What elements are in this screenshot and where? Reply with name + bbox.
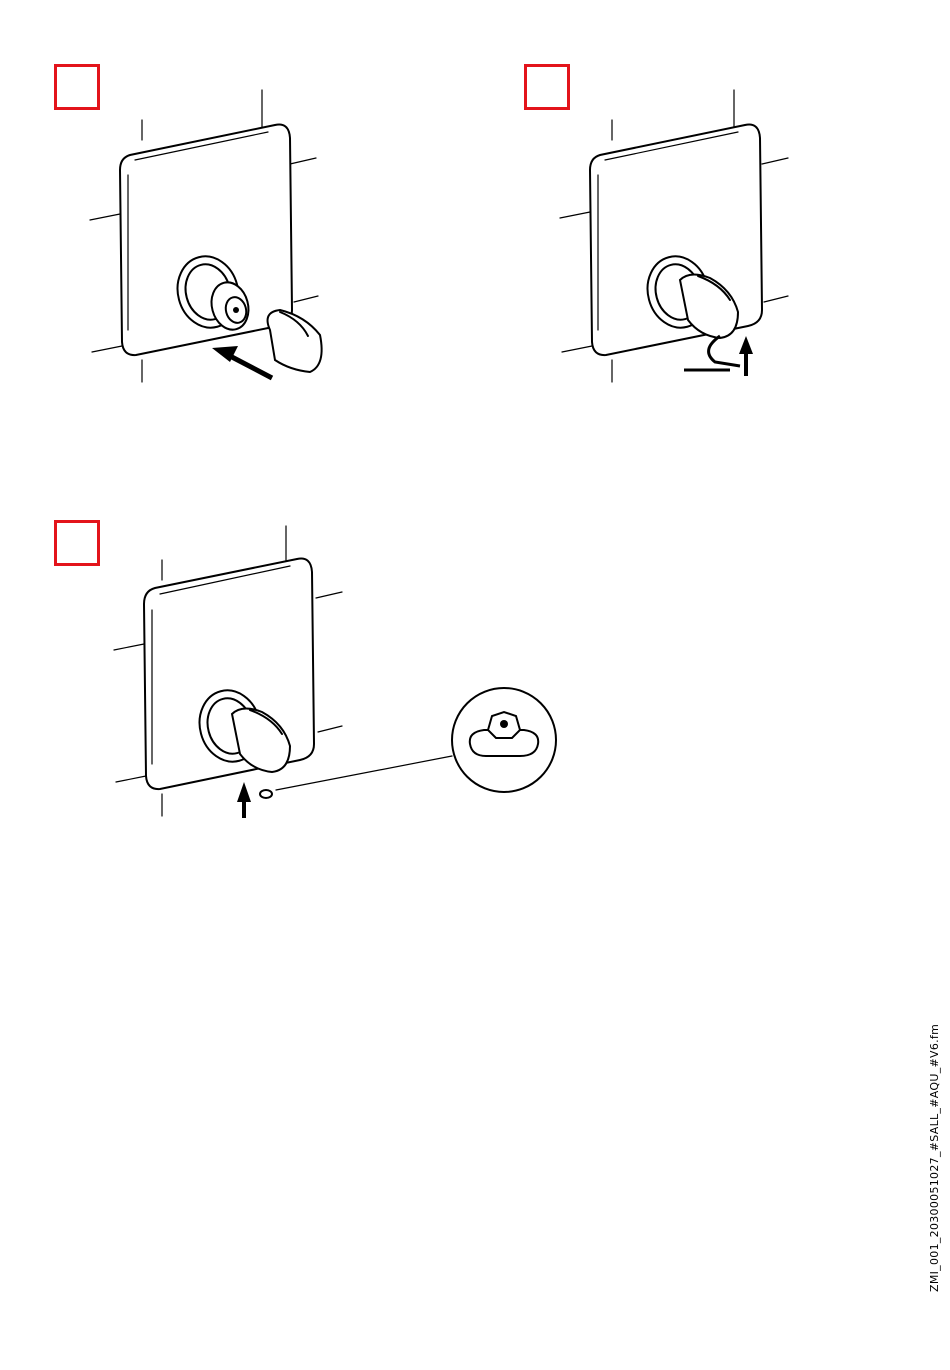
step-3-illustration — [100, 520, 560, 820]
arrow-icon — [212, 346, 272, 378]
arrow-icon — [237, 782, 251, 818]
step-2-illustration — [550, 80, 810, 390]
footer-reference: ZMI_001_20300051027_#SALL_#AQU_#V6.fm — [928, 1024, 941, 1292]
arrow-icon — [739, 336, 753, 376]
hex-nut-detail — [452, 688, 556, 792]
step-1-illustration — [80, 80, 340, 390]
rotate-arrow-icon — [684, 336, 740, 370]
step-3-marker — [54, 520, 100, 566]
